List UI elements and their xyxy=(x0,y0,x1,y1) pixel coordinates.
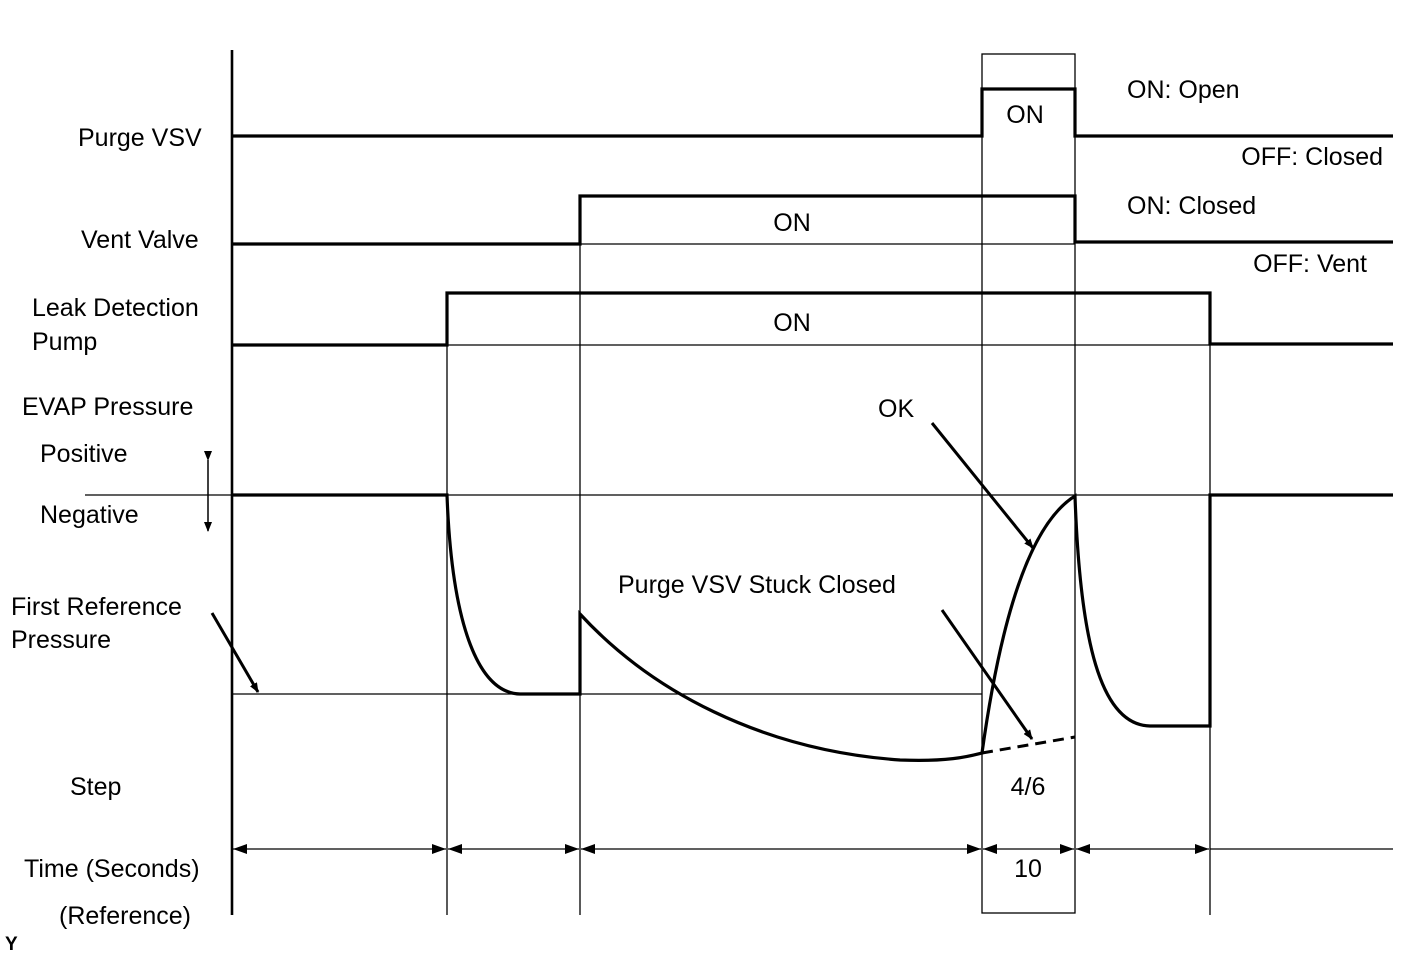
first-reference-label-line1: First Reference xyxy=(11,593,182,621)
negative-label: Negative xyxy=(40,501,139,529)
purge-on-legend: ON: Open xyxy=(1127,76,1240,104)
purge-vsv-label: Purge VSV xyxy=(78,124,202,152)
leak-pump-trace xyxy=(232,291,1393,347)
evap-pressure-label: EVAP Pressure xyxy=(22,393,193,421)
step-label: Step xyxy=(70,773,121,801)
vent-off-legend: OFF: Vent xyxy=(1253,250,1367,278)
time-value: 10 xyxy=(1014,855,1042,883)
time-label-line2: (Reference) xyxy=(59,902,191,930)
pump-on-state: ON xyxy=(773,309,811,337)
ok-annotation: OK xyxy=(878,395,914,423)
purge-on-state: ON xyxy=(1006,101,1044,129)
purge-off-legend: OFF: Closed xyxy=(1241,143,1383,171)
corner-mark: Y xyxy=(5,934,18,955)
leak-pump-label-line2: Pump xyxy=(32,328,97,356)
vent-on-state: ON xyxy=(773,209,811,237)
positive-label: Positive xyxy=(40,440,128,468)
leak-pump-label-line1: Leak Detection xyxy=(32,294,199,322)
time-label-line1: Time (Seconds) xyxy=(24,855,200,883)
vent-on-legend: ON: Closed xyxy=(1127,192,1256,220)
stuck-arrow xyxy=(940,609,1034,740)
stuck-closed-dashed-trace xyxy=(981,735,1076,755)
first-reference-arrow xyxy=(210,612,260,693)
ok-arrow xyxy=(930,422,1035,549)
vent-valve-trace xyxy=(232,194,1393,246)
stuck-closed-annotation: Purge VSV Stuck Closed xyxy=(618,571,896,599)
first-reference-label-line2: Pressure xyxy=(11,626,111,654)
step-value: 4/6 xyxy=(1011,773,1046,801)
vent-valve-label: Vent Valve xyxy=(81,226,199,254)
evap-pressure-trace xyxy=(232,493,1393,762)
purge-vsv-trace xyxy=(232,87,1393,138)
